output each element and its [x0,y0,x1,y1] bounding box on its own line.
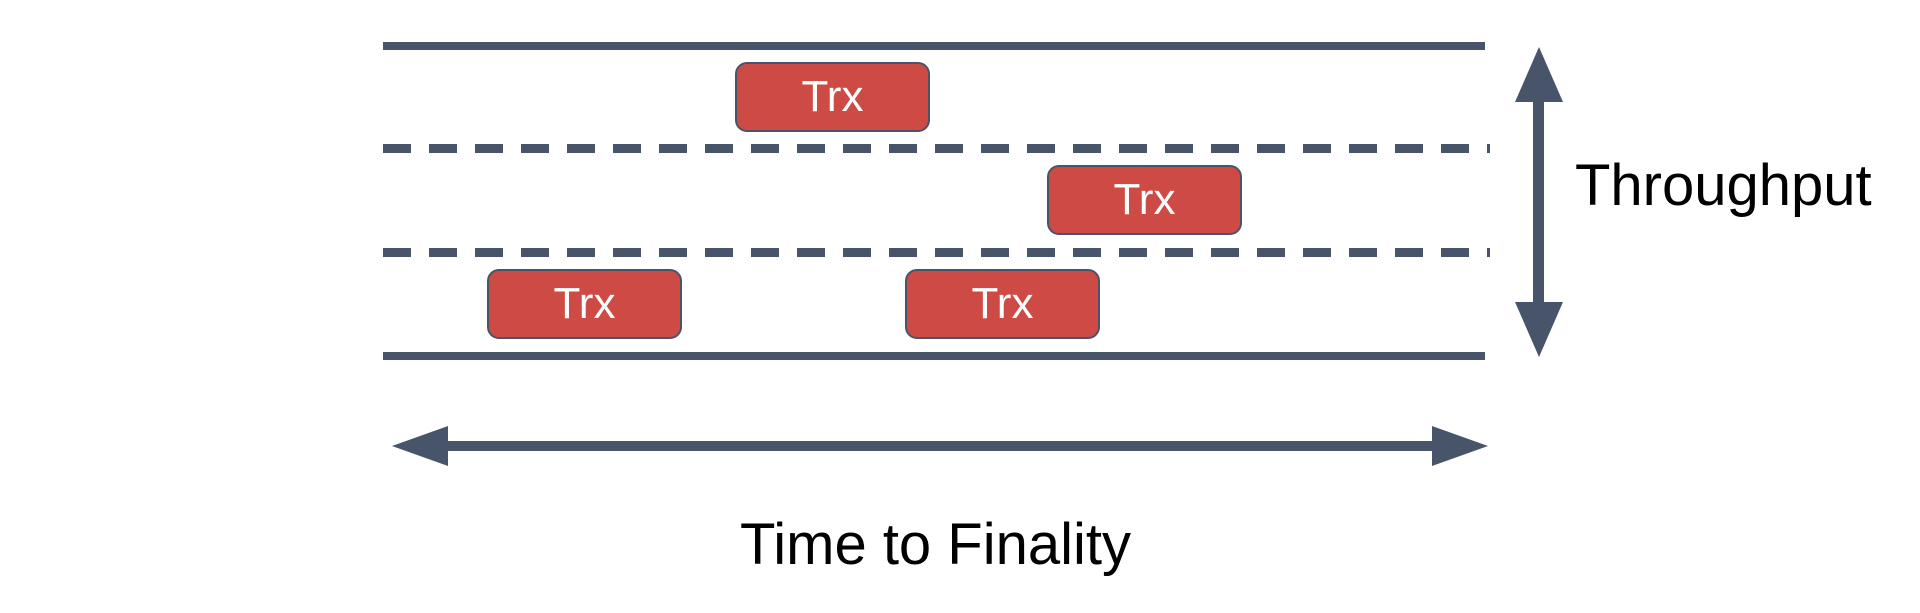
throughput-label: Throughput [1575,153,1872,218]
road-top-line [383,42,1485,50]
arrow-down-head-icon [1515,302,1563,357]
trx-box-4: Trx [905,269,1100,339]
lane-divider-2 [383,248,1490,257]
arrow-left-head-icon [392,426,448,466]
arrow-right-head-icon [1432,426,1488,466]
trx-box-4-label: Trx [971,279,1034,328]
trx-box-2: Trx [1047,165,1242,235]
trx-box-3-label: Trx [553,279,616,328]
time-to-finality-label: Time to Finality [739,512,1132,577]
road-bottom-line [383,352,1485,360]
trx-box-1-label: Trx [801,72,864,121]
throughput-arrow-shaft [1533,96,1544,308]
trx-box-1: Trx [735,62,930,132]
lane-divider-1 [383,144,1490,153]
arrow-up-head-icon [1515,47,1563,102]
trx-box-2-label: Trx [1113,175,1176,224]
trx-box-3: Trx [487,269,682,339]
time-to-finality-arrow-shaft [444,441,1436,451]
